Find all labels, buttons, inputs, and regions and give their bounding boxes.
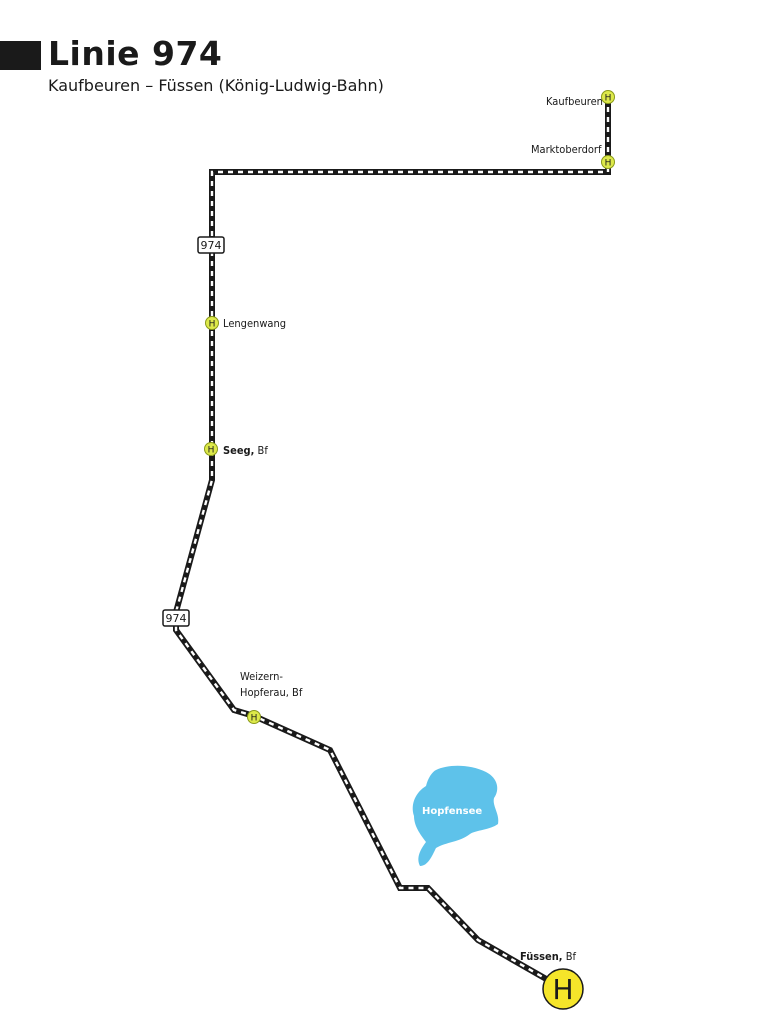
route-shield-974-top: 974 — [197, 236, 225, 254]
route-shield-974-bottom: 974 — [162, 609, 190, 627]
title-accent-bar — [0, 41, 41, 70]
stop-weizern-hopferau[interactable]: H Weizern- Hopferau, Bf — [240, 670, 303, 724]
stop-lengenwang[interactable]: H Lengenwang — [205, 316, 287, 331]
lake-hopfensee — [412, 765, 499, 866]
svg-text:974: 974 — [201, 239, 222, 252]
stop-symbol: H — [208, 446, 215, 456]
stop-label-weizern: Weizern- — [240, 670, 283, 683]
stop-label-seeg: Seeg, Bf — [223, 444, 268, 457]
page-subtitle: Kaufbeuren – Füssen (König-Ludwig-Bahn) — [48, 76, 384, 95]
stop-symbol: H — [251, 714, 258, 724]
stop-label-lengenwang: Lengenwang — [223, 317, 286, 330]
stop-symbol: H — [605, 94, 612, 104]
terminus-symbol: H — [552, 973, 573, 1006]
stop-label-fuessen: Füssen, Bf — [520, 950, 577, 963]
stop-seeg[interactable]: H Seeg, Bf — [204, 442, 269, 458]
svg-text:974: 974 — [166, 612, 187, 625]
lake-label: Hopfensee — [422, 806, 482, 817]
stop-fuessen-terminus[interactable]: H Füssen, Bf — [520, 950, 584, 1010]
stop-symbol: H — [209, 320, 216, 330]
stop-kaufbeuren[interactable]: H Kaufbeuren — [546, 90, 615, 109]
stop-label-marktoberdorf: Marktoberdorf — [531, 143, 602, 156]
page-title: Linie 974 — [48, 34, 223, 73]
stop-label-hopferau: Hopferau, Bf — [240, 686, 303, 699]
stop-symbol: H — [605, 159, 612, 169]
stop-label-kaufbeuren: Kaufbeuren — [546, 95, 603, 108]
railway-line — [173, 97, 611, 991]
stop-marktoberdorf[interactable]: H Marktoberdorf — [531, 143, 615, 169]
